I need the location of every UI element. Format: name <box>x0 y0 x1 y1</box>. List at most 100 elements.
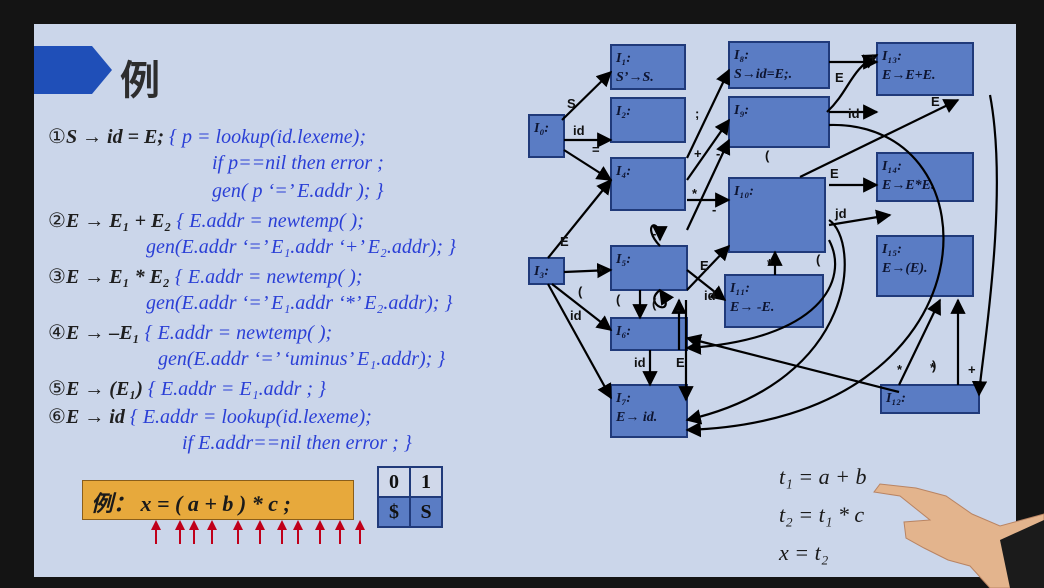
state-label: I₂: <box>615 104 631 119</box>
transition-label: ( <box>616 292 621 307</box>
rule-production: E → id <box>65 406 125 428</box>
state-label: I₅: <box>615 252 631 267</box>
transition-label: * <box>598 264 604 279</box>
transition-arrow <box>551 283 613 331</box>
input-pointer-arrowhead <box>293 520 303 530</box>
stack-symbol-row: $ S <box>377 496 443 528</box>
transition-label: ; <box>695 106 699 121</box>
rule-number: ③ <box>48 266 66 288</box>
state-label: I₉: <box>733 103 749 118</box>
rule-2: ②E → E₁ + E₂ { E.addr = newtemp( ); <box>48 208 364 233</box>
transition-label: jd <box>834 206 847 221</box>
slide-title: 例 <box>120 58 160 104</box>
transition-arrow <box>686 244 731 291</box>
state-item: S’→S. <box>616 70 654 85</box>
parse-stack: 0 1 $ S <box>377 466 443 528</box>
transition-arrow <box>561 70 613 121</box>
transition-arrow <box>971 94 998 397</box>
transition-arrow <box>686 269 727 301</box>
transition-label: id <box>634 355 646 370</box>
input-pointer-arrowhead <box>335 520 345 530</box>
state-label: I₃: <box>533 264 549 279</box>
state-item: S→id=E;. <box>734 67 792 82</box>
state-item: E→E+E. <box>881 68 936 83</box>
rule-action: { E.addr = newtemp( ); <box>174 266 363 288</box>
rule-number: ④ <box>48 322 66 344</box>
rule-production: E → E₁ * E₂ <box>65 266 170 288</box>
state-label: I₁₄: <box>881 159 902 174</box>
transition-arrow <box>828 209 892 227</box>
rule-action: { E.addr = newtemp( ); <box>176 210 364 232</box>
input-pointer-arrowhead <box>277 520 287 530</box>
state-box: I₃: <box>528 257 565 285</box>
transition-label: E <box>830 166 839 181</box>
title-arrow-icon <box>34 46 112 94</box>
rule-1-line-2: if p==nil then error ; <box>212 152 384 174</box>
transition-label: ( <box>765 148 770 163</box>
input-pointer-arrowhead <box>175 520 185 530</box>
rule-action: { p = lookup(id.lexeme); <box>169 126 366 148</box>
input-pointer-arrowhead <box>315 520 325 530</box>
state-label: I₆: <box>615 324 631 339</box>
transition-arrow <box>686 68 730 159</box>
state-label: I₈: <box>733 48 749 63</box>
transition-label: S <box>567 96 576 111</box>
state-label: I₁₁: <box>729 281 750 296</box>
transition-arrow <box>799 99 960 178</box>
transition-arrow <box>547 283 612 400</box>
transition-label: E <box>835 70 844 85</box>
transition-arrow <box>653 288 675 309</box>
state-label: I₀: <box>533 121 549 136</box>
transition-label: E <box>700 258 709 273</box>
example-expression: 例： x = ( a + b ) * c ; <box>82 480 354 520</box>
transition-label: E <box>676 355 685 370</box>
temp-line-2: t₂ = t₁ * c <box>779 502 865 527</box>
transition-label: + <box>968 362 976 377</box>
state-box: I₁₁:E→ -E. <box>724 274 824 328</box>
transition-arrow <box>547 178 612 259</box>
input-pointer-arrowhead <box>151 520 161 530</box>
transition-arrow <box>685 333 900 394</box>
state-item: E→ id. <box>615 410 657 425</box>
transition-label: id <box>570 308 582 323</box>
temp-line-3: x = t₂ <box>779 540 829 565</box>
rule-production: E → –E₁ <box>65 322 140 344</box>
rule-6: ⑥E → id { E.addr = lookup(id.lexeme); <box>48 404 372 429</box>
rule-6-line-2: if E.addr==nil then error ; } <box>182 432 412 454</box>
state-box: I₁:S’→S. <box>610 44 686 90</box>
transition-arrow <box>686 118 730 181</box>
rule-3-line-2: gen(E.addr ‘=’ E₁.addr ‘*’ E₂.addr); } <box>146 292 453 314</box>
state-box: I₁₃: E→E+E. <box>876 42 974 96</box>
transition-label: - <box>712 202 716 217</box>
rule-production: E → (E₁) <box>65 378 143 400</box>
state-box: I₁₅:E→(E). <box>876 235 974 297</box>
transition-arrow <box>685 123 945 438</box>
slide: 例 ①S → id = E; { p = lookup(id.lexeme); … <box>34 24 1016 577</box>
transition-arrow <box>685 239 837 355</box>
input-pointer-arrowhead <box>233 520 243 530</box>
transition-label: * <box>767 256 773 271</box>
transition-label: id <box>848 106 860 121</box>
state-label: I₁₃: <box>881 49 902 64</box>
transition-arrow <box>650 224 668 247</box>
rule-1-line-3: gen( p ‘=’ E.addr ); } <box>212 180 384 202</box>
rule-action: { E.addr = lookup(id.lexeme); <box>129 406 372 428</box>
temp-line-1: t₁ = a + b <box>779 464 867 489</box>
state-box: I₅: <box>610 245 688 291</box>
input-pointer-arrowhead <box>255 520 265 530</box>
transition-arrow <box>826 54 879 113</box>
rule-production: S → id = E; <box>65 126 165 148</box>
rule-4-line-2: gen(E.addr ‘=’ ‘uminus’ E₁.addr); } <box>158 348 446 370</box>
rule-number: ⑥ <box>48 406 66 428</box>
rule-action: { E.addr = E₁.addr ; } <box>147 378 327 400</box>
state-item: E→(E). <box>881 261 928 276</box>
state-box: I₀: <box>528 114 565 158</box>
rule-production: E → E₁ + E₂ <box>65 210 172 232</box>
rule-1: ①S → id = E; { p = lookup(id.lexeme); <box>48 124 366 149</box>
state-box: I₈: S→id=E;. <box>728 41 830 89</box>
transition-arrow <box>898 298 941 386</box>
rule-number: ① <box>48 126 66 148</box>
transition-label: E <box>931 94 940 109</box>
transition-arrow <box>563 149 613 181</box>
transition-label: id <box>573 123 585 138</box>
